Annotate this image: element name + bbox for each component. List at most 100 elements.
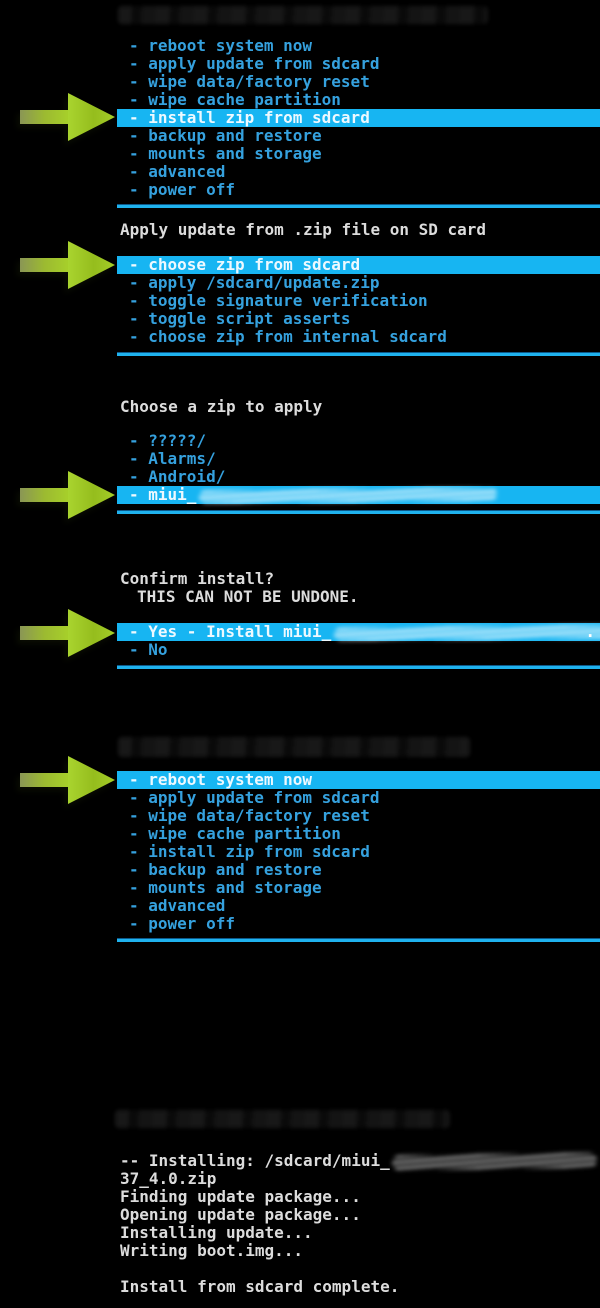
log-line-opening-update-package: Opening update package... (120, 1206, 597, 1224)
log-line-text: Finding update package... (120, 1187, 361, 1206)
menu-separator-line (117, 938, 600, 942)
menu-item-label: - Alarms/ (129, 449, 216, 468)
log-line-installing-sdcard-miui: -- Installing: /sdcard/miui_ (120, 1151, 597, 1171)
redacted-filename-scribble (199, 487, 498, 504)
menu-item-wipe-cache-partition[interactable]: - wipe cache partition (117, 825, 600, 843)
menu-item-reboot-system-now[interactable]: - reboot system now (117, 37, 600, 55)
menu-item-power-off[interactable]: - power off (117, 181, 600, 199)
menu-item-mounts-and-storage[interactable]: - mounts and storage (117, 145, 600, 163)
log-line-text: Writing boot.img... (120, 1241, 304, 1260)
menu-item-label: - apply /sdcard/update.zip (129, 273, 380, 292)
redacted-filename-scribble (391, 1152, 597, 1171)
menu-item-alarms[interactable]: - Alarms/ (117, 450, 600, 468)
menu-item-label: - choose zip from internal sdcard (129, 327, 447, 346)
menu-item-no[interactable]: - No (117, 641, 600, 659)
menu-item-label: - Android/ (129, 467, 226, 486)
menu-item-label: - Yes - Install miui_ (129, 622, 332, 641)
menu-item-reboot-system-now[interactable]: - reboot system now (117, 771, 600, 789)
menu-item-toggle-signature-verification[interactable]: - toggle signature verification (117, 292, 600, 310)
recovery-menu: - Yes - Install miui_.- No (117, 623, 600, 659)
green-arrow-pointer (20, 93, 115, 141)
menu-item-label: - choose zip from sdcard (129, 255, 361, 274)
menu-item-apply-update-from-sdcard[interactable]: - apply update from sdcard (117, 789, 600, 807)
menu-item-backup-and-restore[interactable]: - backup and restore (117, 861, 600, 879)
menu-item-suffix: . (585, 622, 595, 641)
screen-title: Confirm install? (120, 569, 275, 588)
menu-item-label: - toggle script asserts (129, 309, 351, 328)
menu-item-android[interactable]: - Android/ (117, 468, 600, 486)
menu-item-wipe-data-factory-reset[interactable]: - wipe data/factory reset (117, 807, 600, 825)
menu-item-advanced[interactable]: - advanced (117, 897, 600, 915)
menu-item-label: - toggle signature verification (129, 291, 428, 310)
menu-item-label: - mounts and storage (129, 144, 322, 163)
recovery-menu: - reboot system now- apply update from s… (117, 37, 600, 199)
menu-item-miui[interactable]: - miui_ (117, 486, 600, 504)
menu-item-label: - wipe cache partition (129, 824, 341, 843)
menu-item-label: - apply update from sdcard (129, 788, 380, 807)
log-line-blank-6 (120, 1260, 597, 1278)
menu-item-apply-update-from-sdcard[interactable]: - apply update from sdcard (117, 55, 600, 73)
menu-item-wipe-cache-partition[interactable]: - wipe cache partition (117, 91, 600, 109)
log-line-text: 37_4.0.zip (120, 1169, 217, 1188)
menu-item-power-off[interactable]: - power off (117, 915, 600, 933)
menu-item-label: - mounts and storage (129, 878, 322, 897)
menu-item-choose-zip-from-sdcard[interactable]: - choose zip from sdcard (117, 256, 600, 274)
log-line-text: Install from sdcard complete. (120, 1277, 400, 1296)
menu-item-label: - wipe data/factory reset (129, 72, 370, 91)
menu-item-label: - advanced (129, 162, 226, 181)
green-arrow-pointer (20, 471, 115, 519)
menu-item-label: - reboot system now (129, 770, 313, 789)
menu-item-label: - wipe data/factory reset (129, 806, 370, 825)
log-line-finding-update-package: Finding update package... (120, 1188, 597, 1206)
menu-separator-line (117, 204, 600, 208)
log-line-install-from-sdcard-complete: Install from sdcard complete. (120, 1278, 597, 1296)
log-line-text: -- Installing: /sdcard/miui_ (120, 1151, 390, 1170)
menu-item-label: - power off (129, 180, 235, 199)
menu-item-label: - miui_ (129, 485, 197, 504)
green-arrow-pointer (20, 756, 115, 804)
menu-item-yes-install-miui[interactable]: - Yes - Install miui_. (117, 623, 600, 641)
confirm-warning-text: THIS CAN NOT BE UNDONE. (137, 587, 359, 606)
menu-item-install-zip-from-sdcard[interactable]: - install zip from sdcard (117, 843, 600, 861)
menu-item-label: - install zip from sdcard (129, 842, 370, 861)
menu-item-label: - advanced (129, 896, 226, 915)
green-arrow-pointer (20, 241, 115, 289)
recovery-menu: - choose zip from sdcard- apply /sdcard/… (117, 256, 600, 346)
redacted-recovery-version-title (118, 737, 470, 757)
menu-item-label: - backup and restore (129, 860, 322, 879)
menu-item-apply-sdcard-update-zip[interactable]: - apply /sdcard/update.zip (117, 274, 600, 292)
screen-title: Apply update from .zip file on SD card (120, 220, 487, 239)
menu-item-toggle-script-asserts[interactable]: - toggle script asserts (117, 310, 600, 328)
menu-item-label: - install zip from sdcard (129, 108, 370, 127)
recovery-menu: - ?????/- Alarms/- Android/- miui_ (117, 432, 600, 504)
menu-item-install-zip-from-sdcard[interactable]: - install zip from sdcard (117, 109, 600, 127)
menu-item-wipe-data-factory-reset[interactable]: - wipe data/factory reset (117, 73, 600, 91)
log-line-37-4-0-zip: 37_4.0.zip (120, 1170, 597, 1188)
menu-separator-line (117, 665, 600, 669)
green-arrow-pointer (20, 609, 115, 657)
log-line-installing-update: Installing update... (120, 1224, 597, 1242)
menu-item-advanced[interactable]: - advanced (117, 163, 600, 181)
log-line-text: Opening update package... (120, 1205, 361, 1224)
menu-item-label: - power off (129, 914, 235, 933)
log-line-writing-boot-img: Writing boot.img... (120, 1242, 597, 1260)
log-line-text: Installing update... (120, 1223, 313, 1242)
menu-item-mounts-and-storage[interactable]: - mounts and storage (117, 879, 600, 897)
menu-item-label: - apply update from sdcard (129, 54, 380, 73)
screen-title: Choose a zip to apply (120, 397, 323, 416)
redacted-recovery-version-title (118, 6, 488, 24)
menu-item-label: - backup and restore (129, 126, 322, 145)
menu-item-backup-and-restore[interactable]: - backup and restore (117, 127, 600, 145)
redacted-filename-scribble (334, 624, 600, 641)
recovery-menu: - reboot system now- apply update from s… (117, 771, 600, 933)
menu-separator-line (117, 510, 600, 514)
menu-item-label: - wipe cache partition (129, 90, 341, 109)
menu-item-choose-zip-from-internal-sdcard[interactable]: - choose zip from internal sdcard (117, 328, 600, 346)
menu-item-label: - ?????/ (129, 431, 207, 450)
redacted-log-title (115, 1110, 450, 1128)
menu-item-entry-0[interactable]: - ?????/ (117, 432, 600, 450)
menu-separator-line (117, 352, 600, 356)
menu-item-label: - reboot system now (129, 36, 313, 55)
